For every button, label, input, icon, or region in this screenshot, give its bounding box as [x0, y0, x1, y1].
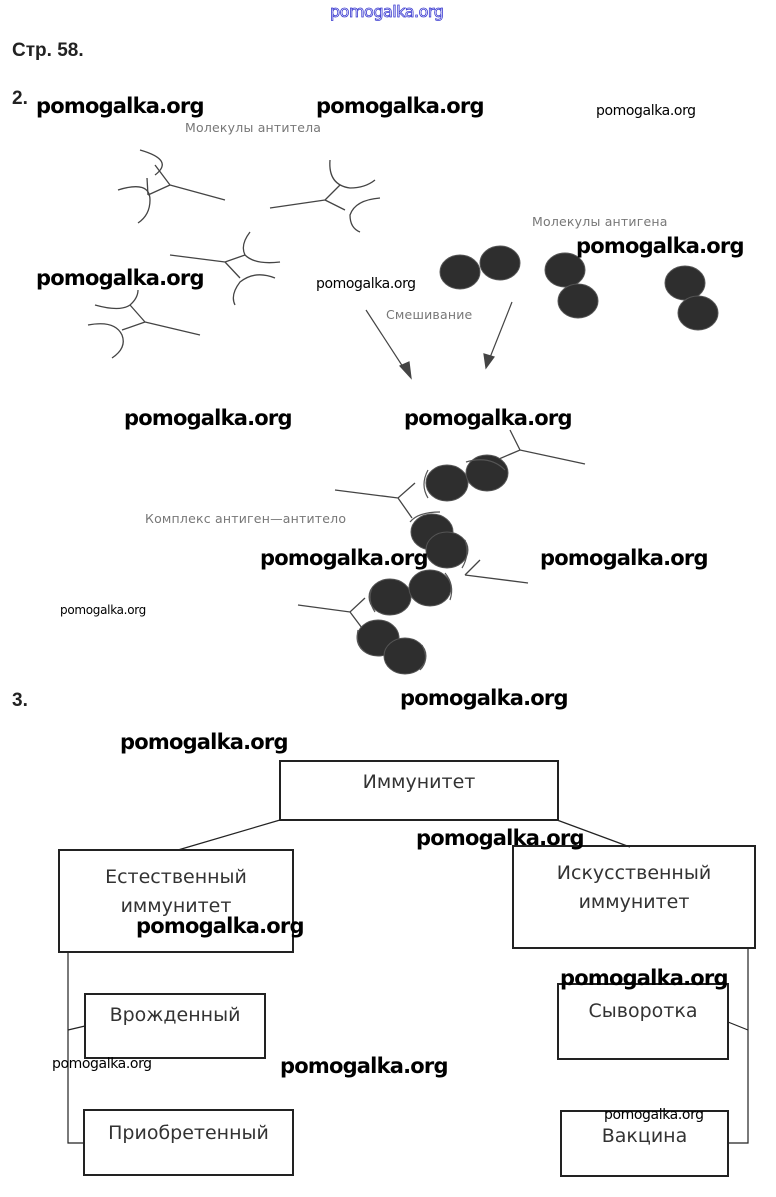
- serum-label: Сыворотка: [588, 1000, 698, 1022]
- watermark: pomogalka.org: [260, 546, 429, 570]
- watermark: pomogalka.org: [576, 234, 745, 258]
- natural-immunity-line1: Естественный: [105, 866, 247, 888]
- watermark: pomogalka.org: [60, 603, 146, 617]
- watermark: pomogalka.org: [36, 94, 205, 118]
- watermark: pomogalka.org: [120, 730, 289, 754]
- arrow-left-head: [398, 361, 412, 380]
- antigen-antibody-complex: [297, 429, 586, 675]
- artificial-immunity-line1: Искусственный: [556, 862, 712, 884]
- watermark: pomogalka.org: [400, 686, 569, 710]
- antibody-label: Молекулы антитела: [185, 120, 322, 135]
- antigen-label: Молекулы антигена: [532, 214, 668, 229]
- antigen-molecule: [439, 245, 521, 290]
- watermark: pomogalka.org: [404, 406, 573, 430]
- watermark: pomogalka.org: [280, 1054, 449, 1078]
- mixing-arrows: [365, 301, 513, 380]
- watermark: pomogalka.org: [316, 94, 485, 118]
- watermark: pomogalka.org: [560, 966, 729, 990]
- root-label: Иммунитет: [362, 771, 476, 793]
- antibody-molecule: [269, 159, 381, 233]
- connector-right-branch: [727, 1021, 749, 1031]
- watermark: pomogalka.org: [416, 826, 585, 850]
- watermark: pomogalka.org: [604, 1107, 704, 1123]
- antibody-molecules: [87, 149, 381, 359]
- antibody-molecule: [87, 289, 201, 359]
- watermark: pomogalka.org: [124, 406, 293, 430]
- antigen-molecule: [544, 252, 599, 319]
- artificial-immunity-box: Искусственный иммунитет: [512, 845, 756, 949]
- watermark: pomogalka.org: [36, 266, 205, 290]
- connector-root-left: [177, 819, 281, 851]
- mixing-label: Смешивание: [386, 307, 473, 322]
- task-2-number: 2.: [12, 88, 28, 109]
- antigen-antibody-figure: [87, 149, 719, 675]
- innate-box: Врожденный: [84, 993, 266, 1059]
- diagram-root-box: Иммунитет: [279, 760, 559, 821]
- arrow-right-head: [483, 353, 495, 370]
- connector-right-tree: [728, 948, 749, 1144]
- connector-root-right: [556, 819, 631, 848]
- natural-immunity-line2: иммунитет: [120, 895, 232, 917]
- natural-immunity-box: Естественный иммунитет: [58, 849, 294, 953]
- antibody-molecule: [117, 149, 226, 224]
- connector-left-branch: [67, 1025, 86, 1031]
- innate-label: Врожденный: [109, 1004, 241, 1026]
- artificial-immunity-line2: иммунитет: [578, 891, 690, 913]
- acquired-box: Приобретенный: [83, 1109, 294, 1176]
- arrow-right-line: [488, 301, 513, 361]
- watermark: pomogalka.org: [52, 1056, 152, 1072]
- watermark: pomogalka.org: [316, 276, 416, 292]
- acquired-label: Приобретенный: [108, 1122, 269, 1144]
- site-link[interactable]: pomogalka.org: [330, 2, 445, 22]
- arrow-left-line: [365, 309, 406, 371]
- watermark: pomogalka.org: [540, 546, 709, 570]
- complex-label: Комплекс антиген—антитело: [145, 511, 347, 526]
- page-label: Стр. 58.: [12, 40, 84, 61]
- antigen-molecules: [439, 245, 719, 331]
- watermark: pomogalka.org: [136, 914, 305, 938]
- vaccine-box: Вакцина: [560, 1110, 729, 1177]
- antigen-molecule: [664, 265, 719, 331]
- connector-left-tree: [67, 952, 84, 1144]
- serum-box: Сыворотка: [557, 983, 729, 1060]
- task-3-number: 3.: [12, 690, 28, 711]
- vaccine-label: Вакцина: [601, 1125, 688, 1147]
- watermark: pomogalka.org: [596, 103, 696, 119]
- antibody-molecule: [169, 231, 281, 306]
